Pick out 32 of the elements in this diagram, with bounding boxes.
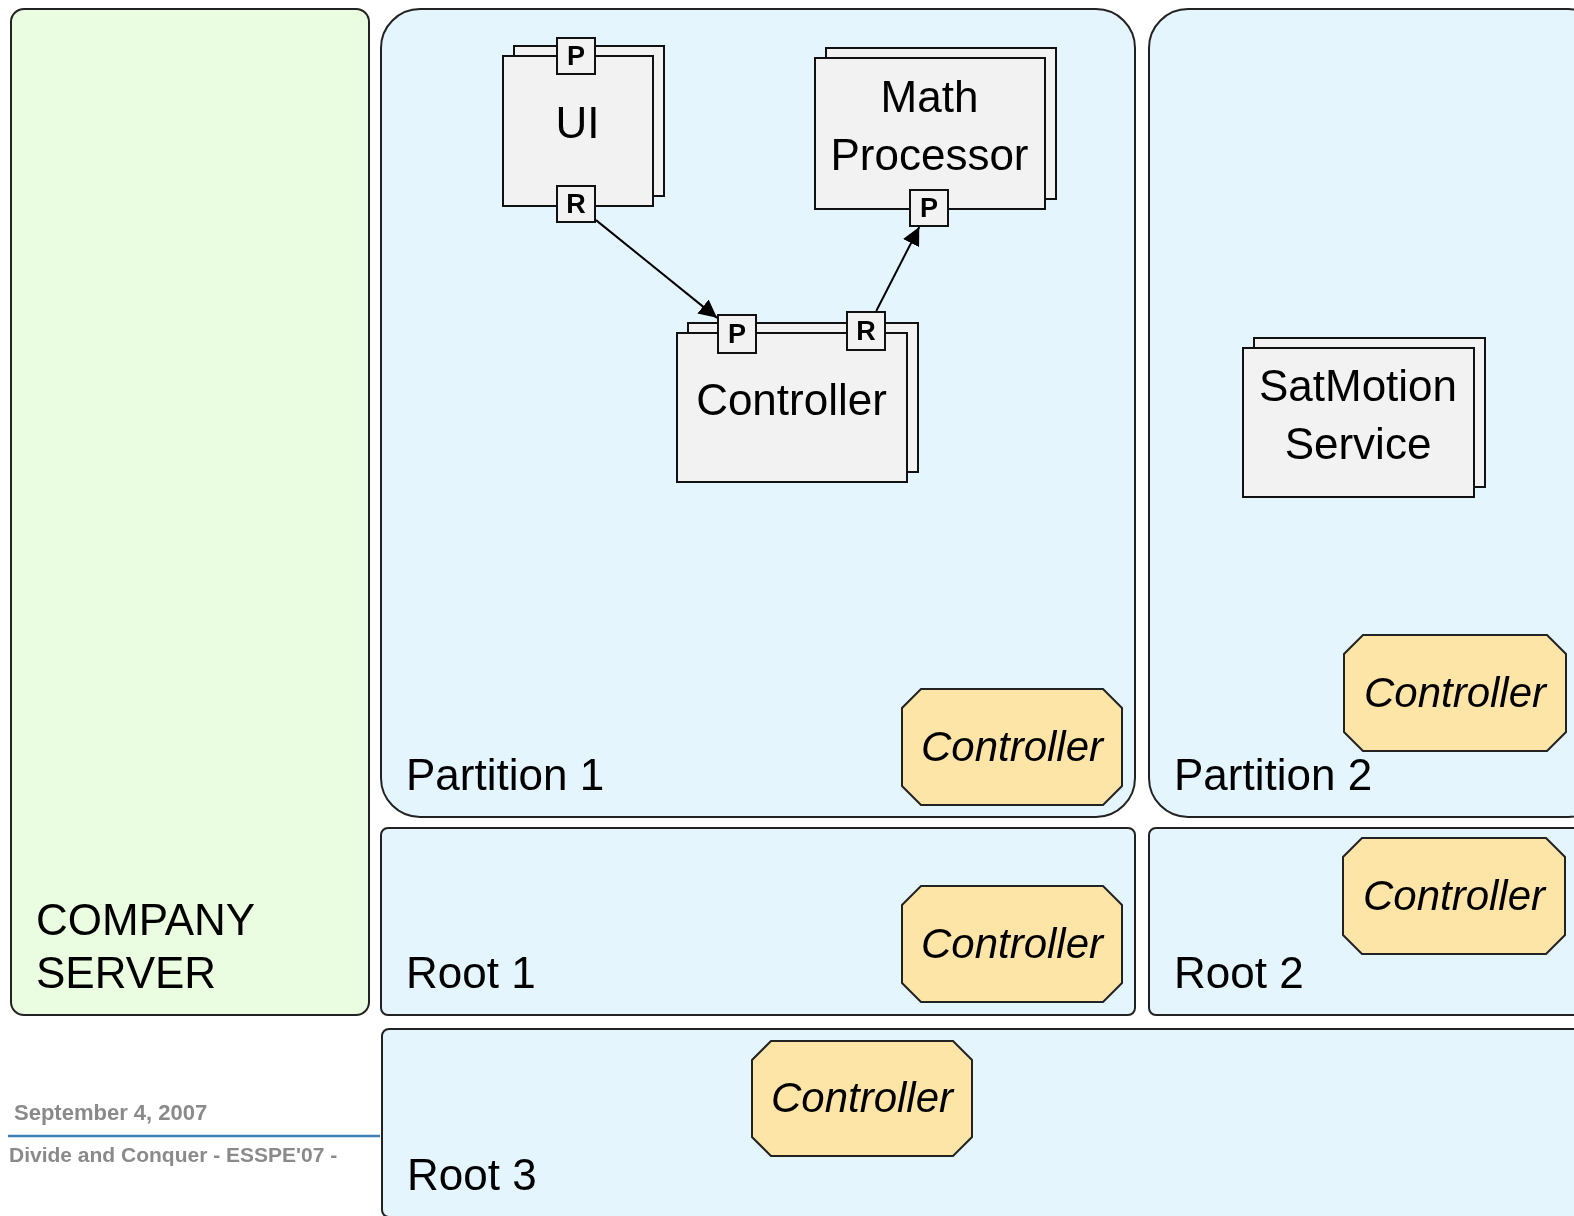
panel-label: Partition 1 (406, 749, 605, 802)
controller-label: Controller (769, 1073, 956, 1124)
component-label: SatMotion Service (1257, 360, 1459, 470)
component-label: Math Processor (829, 71, 1030, 181)
partition-panel (1148, 8, 1574, 818)
port-box: P (909, 189, 949, 227)
panel-label: COMPANY SERVER (36, 894, 256, 1000)
controller-label: Controller (1362, 667, 1549, 718)
root-panel (381, 1028, 1574, 1216)
panel-label: Root 3 (407, 1149, 537, 1202)
arrow (875, 226, 921, 312)
port-box: P (717, 314, 757, 354)
component-box (676, 322, 919, 483)
port-box: P (556, 37, 596, 75)
component-label: UI (554, 97, 601, 150)
root-panel (380, 827, 1136, 1016)
panel-label: Root 1 (406, 947, 536, 1000)
server-panel (10, 8, 370, 1016)
panel-label: Root 2 (1174, 947, 1304, 1000)
port-box: R (556, 185, 596, 223)
panel-label: Partition 2 (1174, 749, 1373, 802)
root-panel (1148, 827, 1574, 1016)
footer-title: Divide and Conquer - ESSPE'07 - (9, 1143, 338, 1167)
partition-panel (380, 8, 1136, 818)
controller-label: Controller (1361, 870, 1548, 921)
controller-label: Controller (919, 918, 1106, 969)
port-box: R (846, 311, 886, 351)
component-label: Controller (695, 373, 888, 426)
arrow (595, 219, 718, 319)
component-box (1242, 337, 1486, 498)
controller-label: Controller (919, 721, 1106, 772)
footer-date: September 4, 2007 (14, 1100, 208, 1126)
